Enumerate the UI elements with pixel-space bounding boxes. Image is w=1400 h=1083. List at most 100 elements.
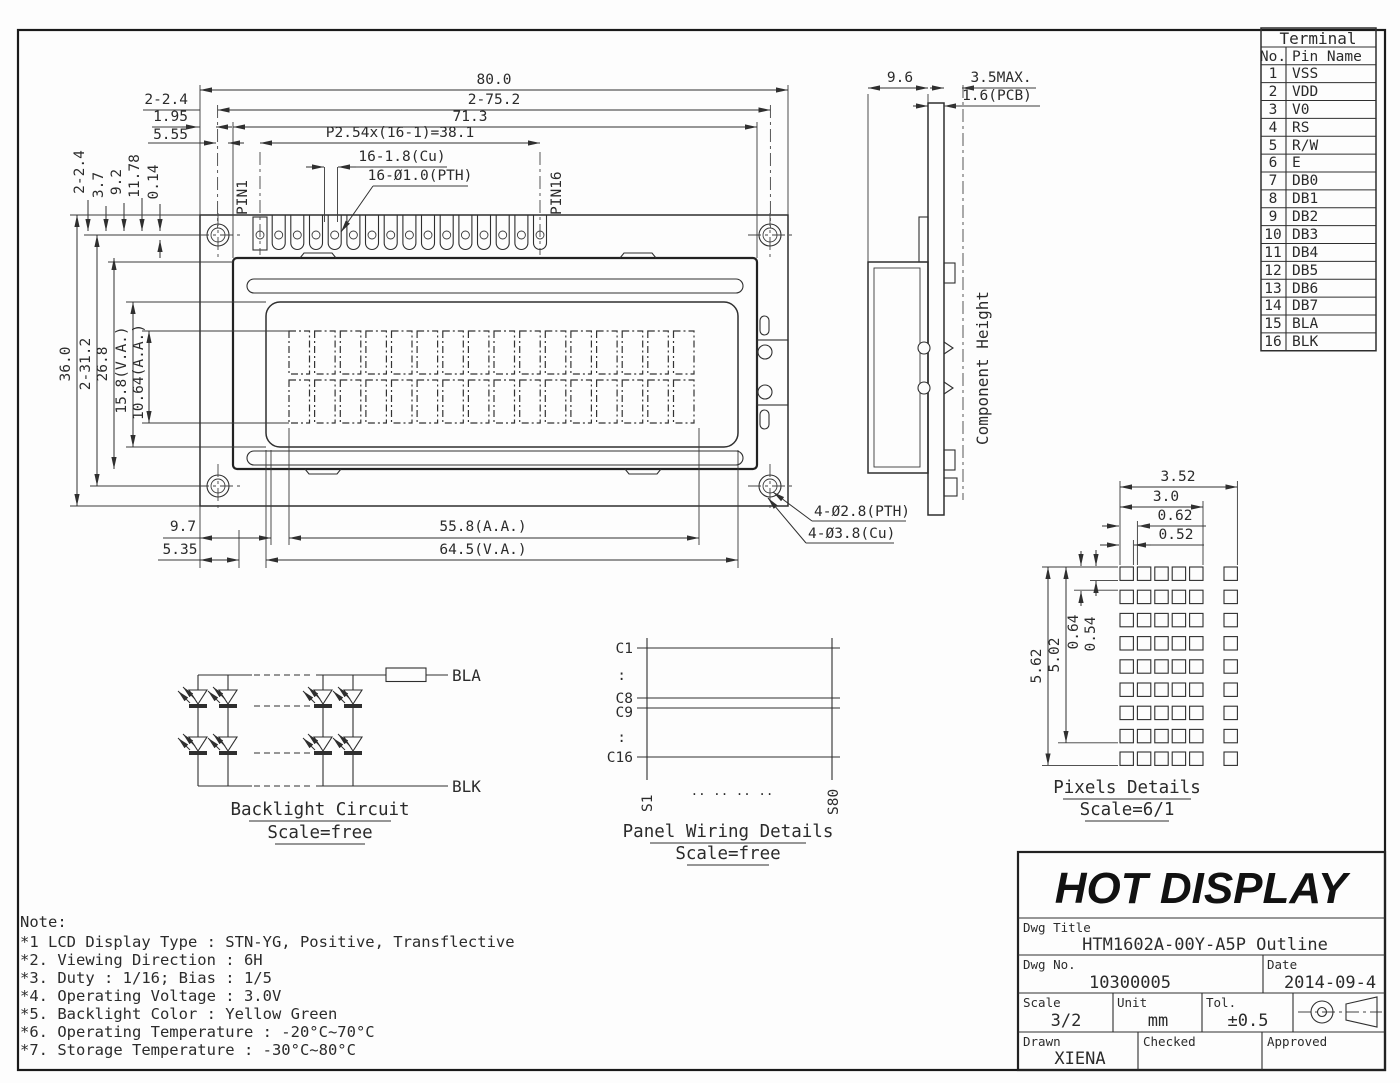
t-name: BLK	[1292, 334, 1318, 350]
note-line: *1 LCD Display Type : STN-YG, Positive, …	[20, 933, 515, 951]
checked-label: Checked	[1143, 1034, 1196, 1049]
scale-label: Scale	[1023, 995, 1061, 1010]
mount-tab	[943, 477, 958, 497]
terminal-title: Terminal	[1279, 29, 1356, 48]
wiring-colon2: :	[617, 730, 626, 746]
wiring-dots: .. .. .. ..	[691, 783, 774, 798]
terminal-col-no: No.	[1260, 49, 1286, 65]
bezel-tab-bottom	[943, 449, 956, 471]
backlight-scale: Scale=free	[267, 823, 372, 843]
dwg-no-label: Dwg No.	[1023, 957, 1076, 972]
dim-holes-height: 2-31.2	[78, 338, 94, 390]
module-inner	[873, 267, 921, 468]
dim-pad: 16-1.8(Cu)	[358, 149, 445, 165]
pixels-details: 3.52 3.0 0.62 0.52 5.62 5.02 0.64 0.54 P…	[1029, 469, 1238, 822]
pix-d562: 5.62	[1029, 649, 1045, 684]
title-block: HOT DISPLAY Dwg Title HTM1602A-00Y-A5P O…	[1016, 850, 1387, 1072]
sheet-border	[16, 28, 1387, 1072]
note-line: *7. Storage Temperature : -30°C~80°C	[20, 1041, 356, 1059]
dim-hole16: 16-Ø1.0(PTH)	[368, 168, 473, 184]
t-name: R/W	[1292, 138, 1318, 154]
front-dims-top: 80.0 2-75.2 2-2.4 71.3 1.95 P2.54x(16-1)…	[143, 72, 789, 258]
t-no: 8	[1269, 191, 1278, 207]
t-no: 1	[1269, 66, 1278, 82]
t-no: 9	[1269, 209, 1278, 225]
terminal-table-grid	[1260, 27, 1377, 352]
t-no: 6	[1269, 155, 1278, 171]
backlight-contacts	[917, 341, 954, 395]
drawn-label: Drawn	[1023, 1034, 1061, 1049]
dim-holes-width: 2-75.2	[468, 92, 520, 108]
side-dims: 9.6 3.5MAX. 1.6(PCB)	[867, 70, 1040, 262]
terminal-col-name: Pin Name	[1292, 49, 1362, 65]
dim-edge-v: 2-2.4	[72, 150, 88, 194]
t-name: E	[1292, 155, 1301, 171]
t-name: DB5	[1292, 263, 1318, 279]
note-line: *2. Viewing Direction : 6H	[20, 951, 263, 969]
pcb-edge	[927, 102, 945, 516]
dim-va-height: 15.8(V.A.)	[114, 326, 130, 413]
bezel-slot-bottom	[246, 450, 744, 466]
t-no: 2	[1269, 84, 1278, 100]
note-line: *3. Duty : 1/16; Bias : 1/5	[20, 969, 272, 987]
company-name: HOT DISPLAY	[1055, 864, 1351, 913]
projection-symbol	[1298, 996, 1382, 1028]
dim-b97: 9.7	[170, 519, 196, 535]
pin-pads	[252, 215, 548, 251]
wiring-scale: Scale=free	[675, 844, 780, 864]
dwg-title-value: HTM1602A-00Y-A5P Outline	[1082, 935, 1328, 955]
date-label: Date	[1267, 957, 1297, 972]
t-name: DB7	[1292, 298, 1318, 314]
note-line: *5. Backlight Color : Yellow Green	[20, 1005, 337, 1023]
bezel-tabs	[299, 252, 662, 475]
notes-heading: Note:	[20, 913, 67, 931]
t-name: DB4	[1292, 245, 1318, 261]
pixel-dims: 3.52 3.0 0.62 0.52 5.62 5.02 0.64 0.54	[1029, 469, 1238, 766]
dwg-title-label: Dwg Title	[1023, 920, 1091, 935]
pix-d064: 0.64	[1066, 614, 1082, 649]
dim-comp-max: 3.5MAX.	[970, 70, 1031, 86]
wiring-s1: S1	[640, 795, 656, 812]
t-no: 11	[1264, 245, 1281, 261]
led-array	[177, 675, 364, 786]
tol-label: Tol.	[1206, 995, 1236, 1010]
wiring-c8: C8	[616, 691, 633, 707]
date-value: 2014-09-4	[1284, 973, 1376, 993]
dim-overall-width: 80.0	[477, 72, 512, 88]
note-line: *6. Operating Temperature : -20°C~70°C	[20, 1023, 375, 1041]
note-line: *4. Operating Voltage : 3.0V	[20, 987, 281, 1005]
unit-label: Unit	[1117, 995, 1147, 1010]
panel-wiring: C1 : C8 C9 : C16 S1 S80 .. .. .. .. Pane…	[607, 638, 842, 866]
t-name: VSS	[1292, 66, 1318, 82]
notes: Note: *1 LCD Display Type : STN-YG, Posi…	[20, 913, 515, 1059]
blk-label: BLK	[452, 777, 481, 796]
backlight-title: Backlight Circuit	[230, 800, 409, 820]
t-no: 3	[1269, 102, 1278, 118]
unit-value: mm	[1148, 1011, 1168, 1031]
dim-pitch: P2.54x(16-1)=38.1	[326, 125, 474, 141]
component-height-label: Component Height	[973, 291, 992, 445]
dim-overall-height: 36.0	[58, 347, 74, 382]
dim-side-width: 9.6	[887, 70, 913, 86]
wiring-c1: C1	[616, 641, 633, 657]
t-no: 12	[1264, 263, 1281, 279]
dim-aa-width: 55.8(A.A.)	[439, 519, 526, 535]
bla-label: BLA	[452, 666, 481, 685]
mount-holes	[196, 213, 796, 512]
dim-v1178: 11.78	[127, 154, 143, 198]
side-view: Component Height 9.6 3.5MAX. 1.6(PCB)	[867, 70, 1040, 516]
pix-d30: 3.0	[1153, 489, 1179, 505]
pix-d352: 3.52	[1161, 469, 1196, 485]
pix-d062: 0.62	[1158, 508, 1193, 524]
front-view: 80.0 2-75.2 2-2.4 71.3 1.95 P2.54x(16-1)…	[58, 72, 910, 568]
dim-va-width: 64.5(V.A.)	[439, 542, 526, 558]
dim-b535: 5.35	[163, 542, 198, 558]
dim-pcb-thickness: 1.6(PCB)	[962, 88, 1032, 104]
t-no: 5	[1269, 138, 1278, 154]
bezel-tab-top	[943, 262, 956, 284]
dim-bezel-height: 26.8	[95, 347, 111, 382]
t-name: BLA	[1292, 316, 1318, 332]
pin-centerlines	[259, 152, 541, 255]
drawn-value: XIENA	[1054, 1049, 1105, 1069]
